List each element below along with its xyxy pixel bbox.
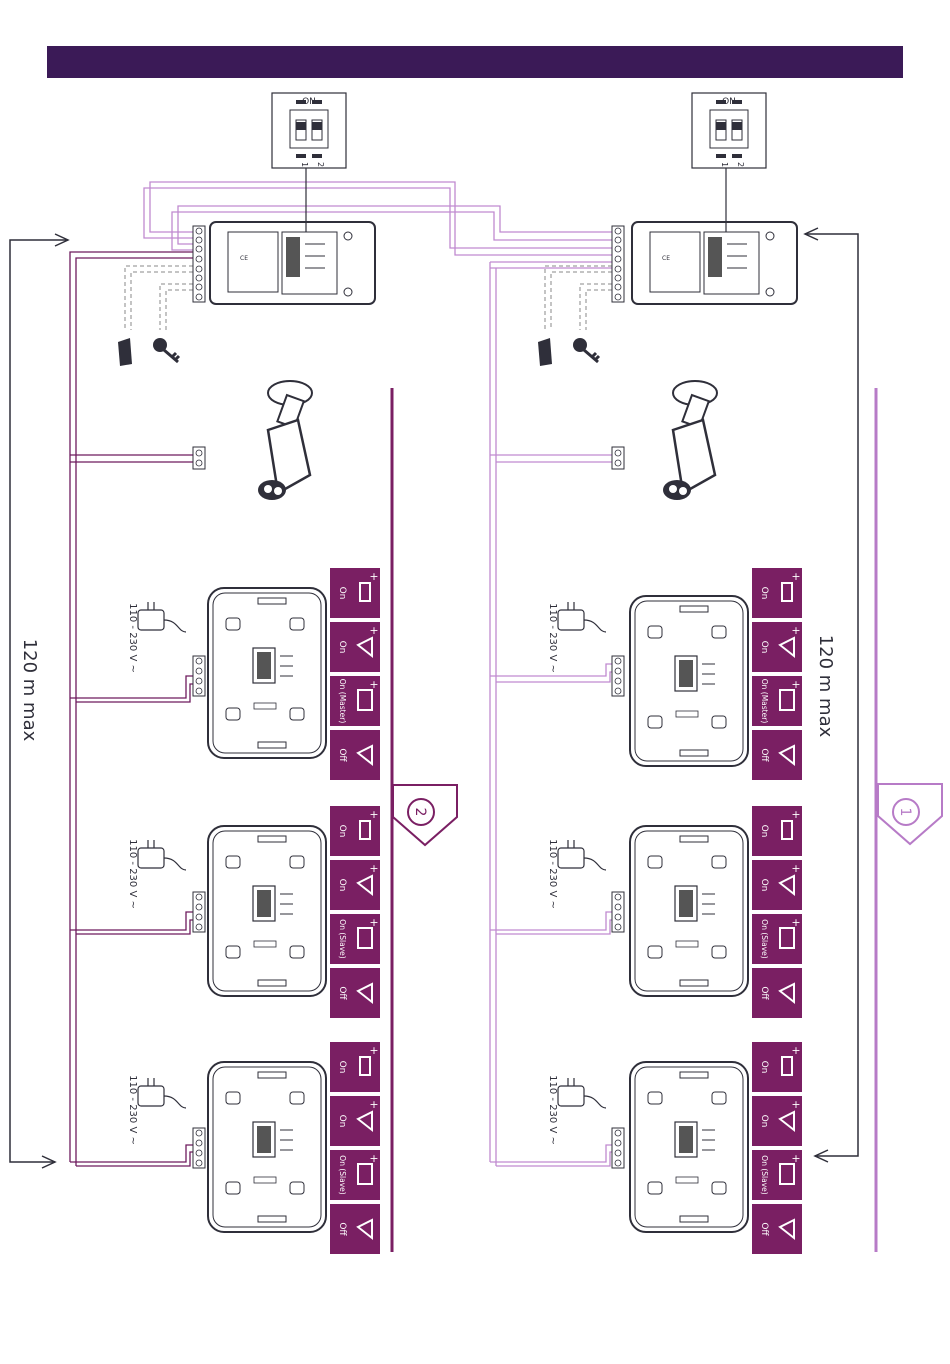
svg-text:On: On <box>759 641 769 654</box>
svg-text:Off: Off <box>337 748 347 762</box>
key-icon <box>153 338 599 362</box>
svg-text:On: On <box>759 879 769 892</box>
svg-text:+: + <box>791 1044 800 1057</box>
svg-text:110 - 230 V ~: 110 - 230 V ~ <box>127 603 138 673</box>
svg-text:+: + <box>791 624 800 637</box>
svg-text:+: + <box>791 1152 800 1165</box>
camera-icon <box>258 381 717 500</box>
svg-text:+: + <box>369 862 378 875</box>
svg-text:+: + <box>369 1044 378 1057</box>
svg-text:ON: ON <box>722 97 736 107</box>
svg-text:+: + <box>791 808 800 821</box>
door-lock-icon <box>118 338 552 366</box>
svg-text:On: On <box>337 1115 347 1128</box>
svg-text:+: + <box>369 678 378 691</box>
svg-text:Off: Off <box>759 748 769 762</box>
svg-text:+: + <box>369 624 378 637</box>
svg-text:Off: Off <box>337 1222 347 1236</box>
svg-text:+: + <box>791 570 800 583</box>
svg-text:+: + <box>791 916 800 929</box>
svg-text:2: 2 <box>316 162 325 167</box>
monitors-left <box>138 588 326 1232</box>
svg-text:On: On <box>337 825 347 838</box>
svg-text:1: 1 <box>897 808 913 817</box>
svg-text:On: On <box>759 825 769 838</box>
svg-text:On (Master): On (Master) <box>338 679 347 724</box>
svg-text:1: 1 <box>300 162 309 167</box>
monitors-right <box>558 596 748 1232</box>
door-station-right <box>612 222 797 304</box>
svg-text:110 - 230 V ~: 110 - 230 V ~ <box>547 839 558 909</box>
svg-text:On: On <box>337 879 347 892</box>
svg-text:2: 2 <box>736 162 745 167</box>
svg-text:+: + <box>369 808 378 821</box>
svg-text:On: On <box>759 1061 769 1074</box>
dip-label-on: ON ON <box>302 97 736 107</box>
svg-text:On (Master): On (Master) <box>760 679 769 724</box>
step-badge-2: 2 <box>408 799 434 825</box>
svg-text:On: On <box>337 641 347 654</box>
svg-text:On: On <box>759 1115 769 1128</box>
svg-text:110 - 230 V ~: 110 - 230 V ~ <box>547 603 558 673</box>
svg-text:110 - 230 V ~: 110 - 230 V ~ <box>547 1075 558 1145</box>
svg-text:Off: Off <box>759 1222 769 1236</box>
svg-text:+: + <box>369 570 378 583</box>
step-badge-1: 1 <box>893 799 919 825</box>
svg-text:+: + <box>791 862 800 875</box>
svg-text:On (Slave): On (Slave) <box>760 1155 769 1194</box>
svg-text:On: On <box>337 587 347 600</box>
svg-text:On (Slave): On (Slave) <box>760 919 769 958</box>
wires-lock-left <box>125 266 612 330</box>
svg-text:2: 2 <box>412 808 428 817</box>
svg-text:110 - 230 V ~: 110 - 230 V ~ <box>127 1075 138 1145</box>
svg-text:On (Slave): On (Slave) <box>338 919 347 958</box>
tile-glyphs <box>358 583 794 1238</box>
distance-label-right: 120 m max <box>815 635 836 738</box>
svg-text:ON: ON <box>302 97 316 107</box>
svg-text:Off: Off <box>337 986 347 1000</box>
camera-terminals <box>193 447 624 469</box>
wires-cross <box>144 182 612 1166</box>
wires-left <box>70 252 193 1166</box>
door-station-left <box>193 222 375 304</box>
svg-text:On (Slave): On (Slave) <box>338 1155 347 1194</box>
svg-text:On: On <box>759 587 769 600</box>
svg-text:On: On <box>337 1061 347 1074</box>
svg-text:Off: Off <box>759 986 769 1000</box>
svg-text:110 - 230 V ~: 110 - 230 V ~ <box>127 839 138 909</box>
svg-text:1: 1 <box>720 162 729 167</box>
svg-text:+: + <box>369 916 378 929</box>
distance-label-left: 120 m max <box>19 639 40 742</box>
svg-text:+: + <box>791 1098 800 1111</box>
plus-signs: + + + + + + + + + + + + + + + + + + <box>369 570 800 1165</box>
svg-text:+: + <box>791 678 800 691</box>
dip-label-numbers: 1 2 1 2 <box>300 162 745 167</box>
svg-text:+: + <box>369 1152 378 1165</box>
svg-text:+: + <box>369 1098 378 1111</box>
